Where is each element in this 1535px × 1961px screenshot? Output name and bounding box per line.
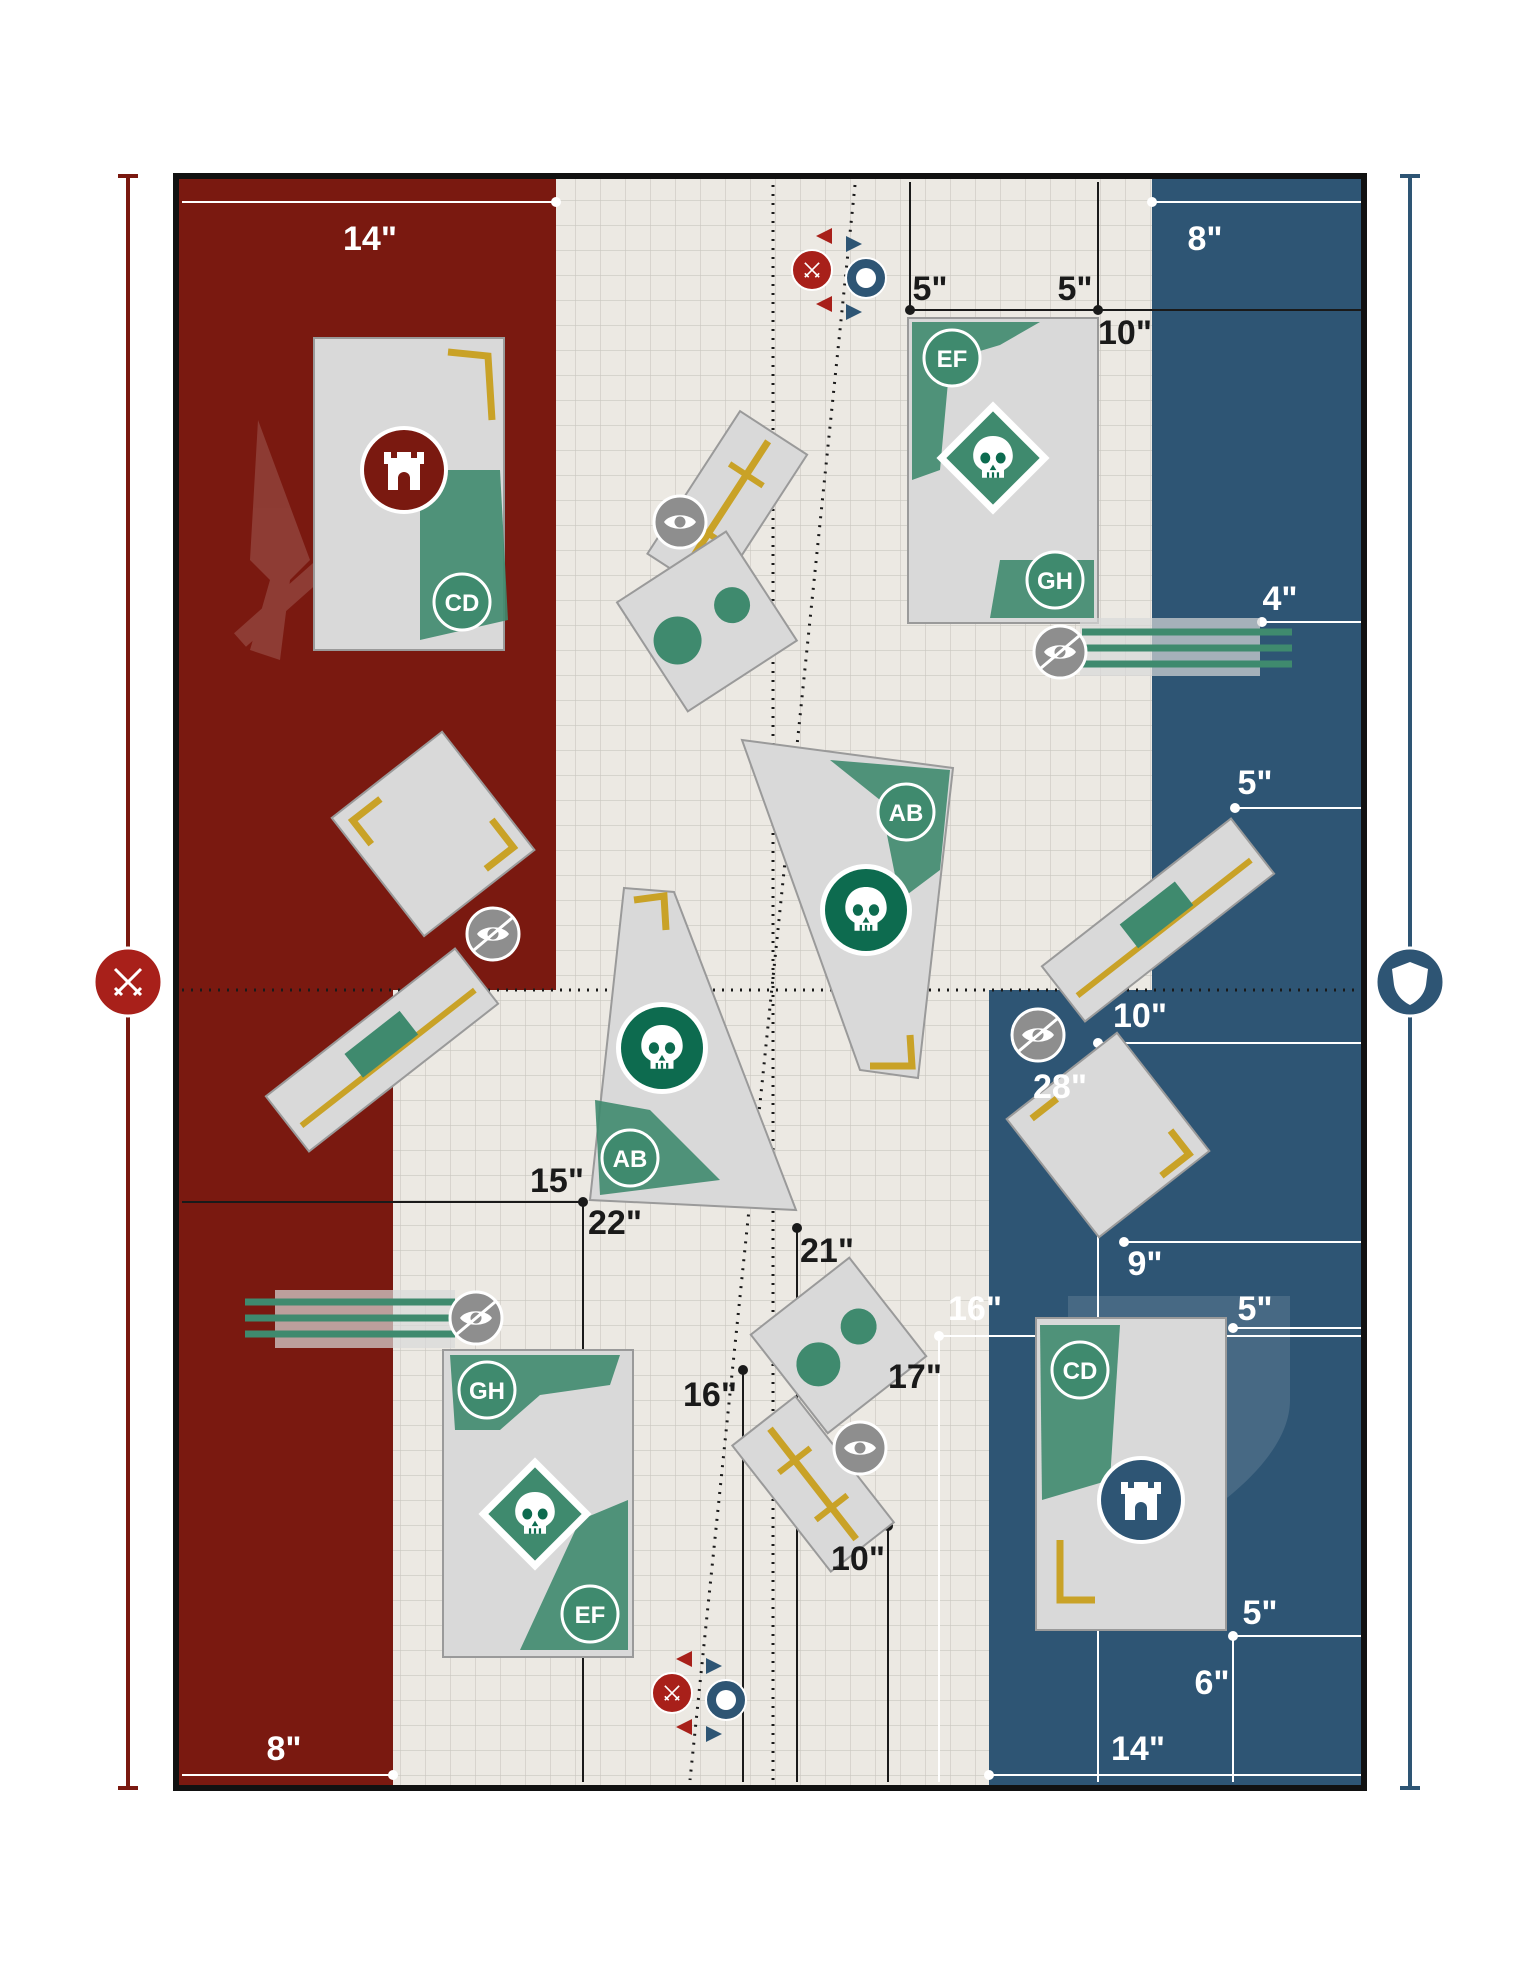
hidden-marker-top-center — [652, 494, 708, 550]
attacker-start-marker-top — [791, 228, 833, 312]
objective-code-gh-top-right: GH — [1037, 568, 1073, 595]
measure-label-4: 4" — [1262, 580, 1297, 618]
measure-label-5-a: 5" — [912, 270, 947, 308]
measure-label-5-c: 5" — [1237, 764, 1272, 802]
ruin-left-long — [264, 947, 500, 1153]
hidden-marker-right-middle — [1010, 1007, 1066, 1063]
objective-code-cd-top-left: CD — [445, 590, 480, 617]
measure-label-10-bottom: 10" — [831, 1540, 885, 1578]
ruin-bottom-center-lower — [730, 1394, 896, 1574]
hidden-marker-bottom-center — [832, 1420, 888, 1476]
barricade-left — [245, 1290, 504, 1348]
objective-code-cd-bottom-right: CD — [1063, 1358, 1098, 1385]
attacker-side-icon — [92, 946, 164, 1018]
measure-label-5-d: 5" — [1237, 1290, 1272, 1328]
objective-code-ef-top-right: EF — [937, 346, 968, 373]
measure-label-8-top: 8" — [1187, 220, 1222, 258]
hidden-marker-left-upper — [465, 906, 521, 962]
measure-label-17: 17" — [888, 1358, 942, 1396]
attacker-start-marker-bottom — [651, 1651, 693, 1735]
defender-side-icon — [1374, 946, 1446, 1018]
measure-label-21: 21" — [800, 1232, 854, 1270]
measure-label-16-right: 16" — [948, 1290, 1002, 1328]
ruin-left-upper — [330, 730, 536, 938]
ruin-top-left — [313, 337, 508, 651]
defender-start-marker-top — [845, 236, 887, 320]
measure-label-5-e: 5" — [1242, 1594, 1277, 1632]
ruin-center-right-triangle — [740, 738, 955, 1080]
objective-code-gh-bottom-left: GH — [469, 1378, 505, 1405]
ruin-top-right — [907, 317, 1099, 624]
measure-label-14-top: 14" — [343, 220, 397, 258]
measure-label-9: 9" — [1127, 1245, 1162, 1283]
measure-label-16-left: 16" — [683, 1376, 737, 1414]
deployment-diagonal-dotted-line — [688, 184, 857, 1781]
ruin-center-left-triangle — [588, 886, 798, 1212]
board-frame — [173, 173, 1367, 1791]
ruin-top-center-lower — [615, 530, 799, 713]
ruin-right-lower — [1005, 1031, 1211, 1239]
ruin-bottom-right — [1035, 1317, 1227, 1631]
ruin-bottom-center-upper — [749, 1256, 928, 1435]
measure-label-10-top: 10" — [1098, 314, 1152, 352]
barricade-right — [1032, 618, 1292, 680]
ruin-right-long — [1040, 817, 1276, 1023]
measure-label-14-bottom: 14" — [1111, 1730, 1165, 1768]
ruin-bottom-left — [442, 1349, 634, 1658]
measure-label-10-mid: 10" — [1113, 997, 1167, 1035]
measure-label-5-b: 5" — [1057, 270, 1092, 308]
measure-label-22: 22" — [588, 1204, 642, 1242]
measure-label-6: 6" — [1194, 1664, 1229, 1702]
objective-code-ab-center-right: AB — [889, 800, 924, 827]
ruin-top-center-upper — [646, 409, 809, 599]
measure-label-8-bottom: 8" — [266, 1730, 301, 1768]
objective-code-ab-center-left: AB — [613, 1146, 648, 1173]
measure-dots — [388, 197, 1267, 1780]
defender-start-marker-bottom — [705, 1658, 747, 1742]
measure-label-15: 15" — [530, 1162, 584, 1200]
measure-label-28: 28" — [1033, 1068, 1087, 1106]
objective-code-ef-bottom-left: EF — [575, 1602, 606, 1629]
